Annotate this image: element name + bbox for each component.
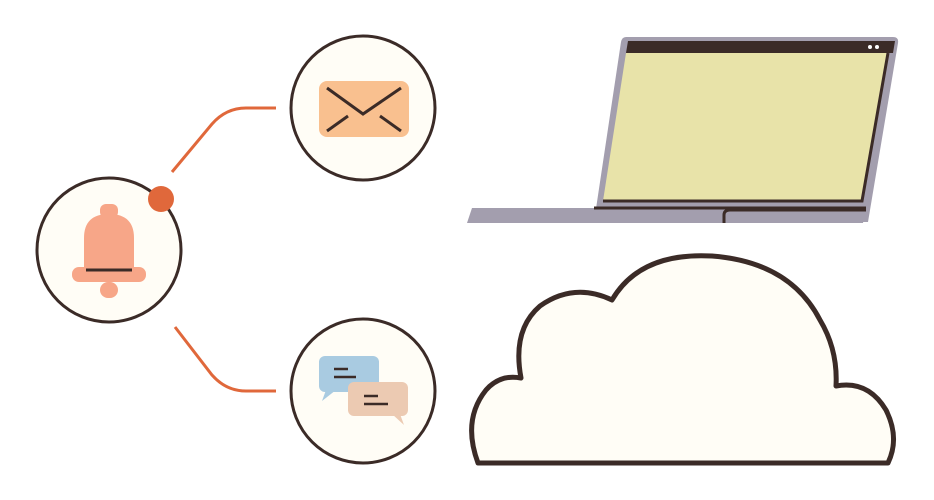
cloud-icon [469, 253, 896, 466]
chat-icon [289, 317, 437, 465]
notification-dot-icon [148, 186, 174, 212]
bell-icon [35, 176, 183, 324]
laptop-icon [467, 37, 899, 223]
connector-bottom [173, 326, 276, 393]
connector-top [170, 106, 276, 173]
envelope-icon [289, 34, 437, 182]
